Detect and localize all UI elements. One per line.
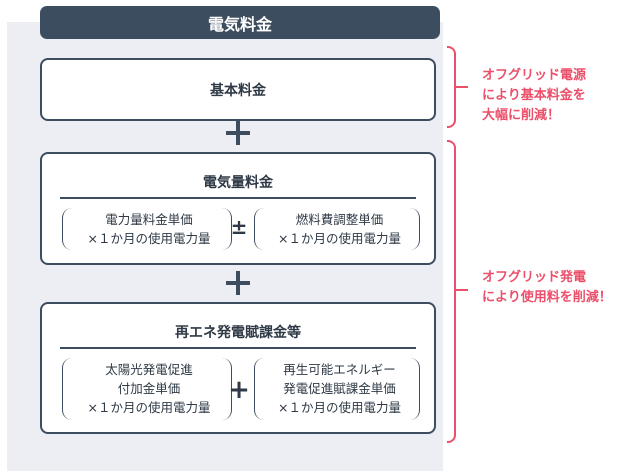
page-title: 電気料金 (40, 6, 440, 39)
note-line: により使用料を削減！ (482, 290, 612, 305)
left-paren-icon (62, 208, 72, 250)
bracket-pointer (456, 86, 468, 88)
energy-right-term: 燃料費調整単価 ×１か月の使用電力量 (262, 210, 417, 248)
term-line: ×１か月の使用電力量 (87, 231, 211, 246)
plus-icon (226, 271, 250, 295)
renewable-surcharge-box: 再エネ発電賦課金等 太陽光発電促進 付加金単価 ×１か月の使用電力量 + 再生可… (40, 302, 436, 434)
renewable-surcharge-title: 再エネ発電賦課金等 (175, 325, 301, 341)
usage-fee-note: オフグリッド発電 により使用料を削減！ (482, 268, 612, 308)
term-line: 太陽光発電促進 (105, 362, 193, 377)
note-line: オフグリッド発電 (482, 270, 587, 285)
term-line: 再生可能エネルギー (283, 362, 396, 377)
right-paren-icon (222, 358, 232, 420)
left-paren-icon (254, 208, 264, 250)
basic-fee-title: 基本料金 (210, 83, 266, 99)
term-line: ×１か月の使用電力量 (87, 400, 211, 415)
energy-charge-title: 電気量料金 (203, 175, 273, 191)
left-paren-icon (62, 358, 72, 420)
basic-fee-bracket (447, 46, 456, 128)
energy-left-term: 電力量料金単価 ×１か月の使用電力量 (70, 210, 228, 248)
plus-icon (226, 121, 250, 145)
note-line: オフグリッド電源 (482, 68, 587, 83)
right-paren-icon (410, 358, 420, 420)
term-line: ×１か月の使用電力量 (278, 400, 401, 415)
left-paren-icon (254, 358, 264, 420)
renewable-left-term: 太陽光発電促進 付加金単価 ×１か月の使用電力量 (70, 360, 228, 417)
right-paren-icon (222, 208, 232, 250)
term-line: ×１か月の使用電力量 (278, 231, 401, 246)
right-paren-icon (410, 208, 420, 250)
term-line: 燃料費調整単価 (295, 212, 384, 227)
note-line: により基本料金を (482, 88, 586, 103)
energy-charge-box: 電気量料金 電力量料金単価 ×１か月の使用電力量 ± 燃料費調整単価 ×１か月の… (40, 152, 436, 265)
term-line: 発電促進賦課金単価 (283, 381, 396, 396)
term-line: 付加金単価 (117, 381, 181, 396)
note-line: 大幅に削減！ (482, 108, 561, 123)
title-divider (60, 347, 416, 349)
plus-minus-operator: ± (230, 215, 248, 239)
bracket-pointer (456, 289, 468, 291)
renewable-right-term: 再生可能エネルギー 発電促進賦課金単価 ×１か月の使用電力量 (262, 360, 417, 417)
term-line: 電力量料金単価 (105, 212, 193, 227)
basic-fee-note: オフグリッド電源 により基本料金を 大幅に削減！ (482, 66, 586, 126)
plus-operator: + (228, 375, 250, 405)
title-divider (60, 197, 416, 199)
basic-fee-box: 基本料金 (40, 58, 436, 121)
usage-fee-bracket (447, 140, 456, 443)
